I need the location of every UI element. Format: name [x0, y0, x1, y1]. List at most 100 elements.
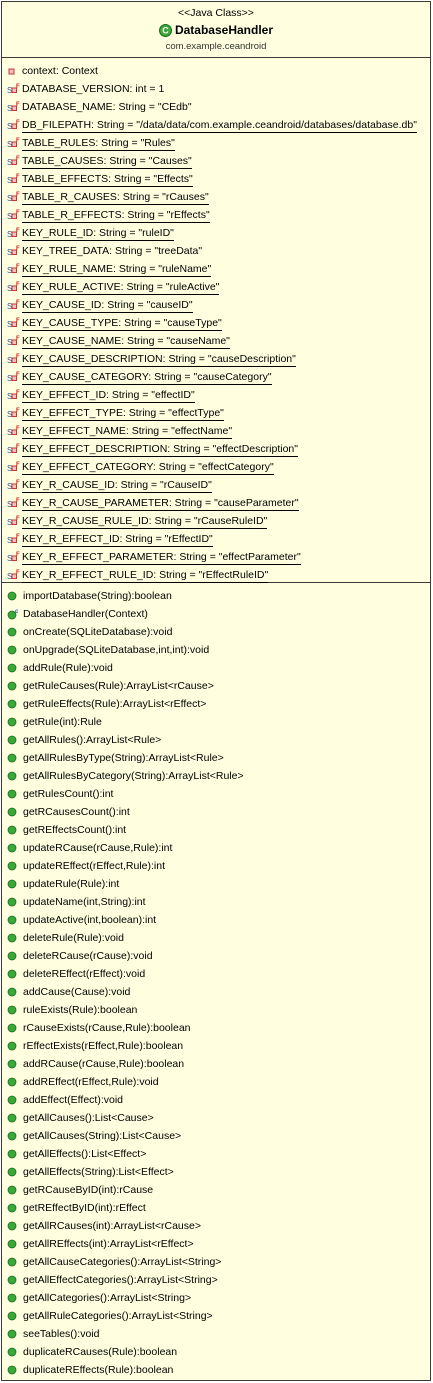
method-row[interactable]: ruleExists(Rule):boolean [2, 1001, 430, 1019]
method-row[interactable]: addRCause(rCause,Rule):boolean [2, 1055, 430, 1073]
attribute-row[interactable]: context: Context [2, 62, 430, 80]
method-row[interactable]: getRCausesCount():int [2, 803, 430, 821]
attribute-text: DATABASE_NAME: String = "CEdb" [22, 101, 192, 113]
method-row[interactable]: getAllCauseCategories():ArrayList<String… [2, 1253, 430, 1271]
attribute-text: KEY_TREE_DATA: String = "treeData" [22, 245, 203, 257]
svg-text:S: S [7, 140, 12, 149]
method-row[interactable]: getAllEffectCategories():ArrayList<Strin… [2, 1271, 430, 1289]
method-row[interactable]: addEffect(Effect):void [2, 1091, 430, 1109]
method-row[interactable]: getREffectByID(int):rEffect [2, 1199, 430, 1217]
method-row[interactable]: updateRule(Rule):int [2, 875, 430, 893]
public-method-icon [7, 627, 17, 637]
method-row[interactable]: seeTables():void [2, 1325, 430, 1343]
method-text: addRule(Rule):void [23, 662, 113, 674]
method-text: getRulesCount():int [23, 788, 114, 800]
method-row[interactable]: addRule(Rule):void [2, 659, 430, 677]
attribute-text: KEY_R_EFFECT_ID: String = "rEffectID" [22, 533, 213, 547]
public-method-icon [7, 1059, 17, 1069]
method-row[interactable]: getRCauseByID(int):rCause [2, 1181, 430, 1199]
method-row[interactable]: updateREffect(rEffect,Rule):int [2, 857, 430, 875]
method-row[interactable]: onUpgrade(SQLiteDatabase,int,int):void [2, 641, 430, 659]
method-row[interactable]: getRulesCount():int [2, 785, 430, 803]
method-row[interactable]: getRule(int):Rule [2, 713, 430, 731]
svg-text:F: F [16, 336, 20, 342]
constructor-icon: c [7, 609, 19, 620]
method-row[interactable]: deleteREffect(rEffect):void [2, 965, 430, 983]
svg-text:F: F [16, 246, 20, 252]
method-row[interactable]: duplicateRCauses(Rule):boolean [2, 1343, 430, 1361]
method-row[interactable]: getRuleCauses(Rule):ArrayList<rCause> [2, 677, 430, 695]
method-row[interactable]: getAllCauses():List<Cause> [2, 1109, 430, 1127]
method-row[interactable]: onCreate(SQLiteDatabase):void [2, 623, 430, 641]
method-row[interactable]: updateName(int,String):int [2, 893, 430, 911]
method-text: ruleExists(Rule):boolean [23, 1004, 138, 1016]
method-row[interactable]: deleteRCause(rCause):void [2, 947, 430, 965]
method-row[interactable]: updateActive(int,boolean):int [2, 911, 430, 929]
attribute-text: KEY_CAUSE_NAME: String = "causeName" [22, 335, 230, 349]
method-row[interactable]: getAllRCauses(int):ArrayList<rCause> [2, 1217, 430, 1235]
method-text: updateREffect(rEffect,Rule):int [23, 860, 166, 872]
method-row[interactable]: getAllCategories():ArrayList<String> [2, 1289, 430, 1307]
method-row[interactable]: updateRCause(rCause,Rule):int [2, 839, 430, 857]
method-row[interactable]: getAllCauses(String):List<Cause> [2, 1127, 430, 1145]
method-row[interactable]: getAllRules():ArrayList<Rule> [2, 731, 430, 749]
method-text: getAllCauses():List<Cause> [23, 1112, 154, 1124]
method-row[interactable]: addREffect(rEffect,Rule):void [2, 1073, 430, 1091]
method-row[interactable]: getRuleEffects(Rule):ArrayList<rEffect> [2, 695, 430, 713]
method-text: updateRCause(rCause,Rule):int [23, 842, 173, 854]
public-method-icon [7, 1131, 17, 1141]
method-row[interactable]: duplicateREffects(Rule):boolean [2, 1361, 430, 1379]
public-method-icon [7, 699, 17, 709]
method-row[interactable]: rCauseExists(rCause,Rule):boolean [2, 1019, 430, 1037]
method-row[interactable]: addCause(Cause):void [2, 983, 430, 1001]
method-row[interactable]: getREffectsCount():int [2, 821, 430, 839]
method-row[interactable]: getAllRuleCategories():ArrayList<String> [2, 1307, 430, 1325]
method-text: getRule(int):Rule [23, 716, 102, 728]
method-text: getAllREffects(int):ArrayList<rEffect> [23, 1238, 194, 1250]
method-row[interactable]: importDatabase(String):boolean [2, 587, 430, 605]
method-row[interactable]: getAllRulesByCategory(String):ArrayList<… [2, 767, 430, 785]
method-row[interactable]: getAllRulesByType(String):ArrayList<Rule… [2, 749, 430, 767]
svg-text:F: F [16, 426, 20, 432]
method-row[interactable]: getAllEffects():List<Effect> [2, 1145, 430, 1163]
method-row[interactable]: getAllEffects(String):List<Effect> [2, 1163, 430, 1181]
method-row[interactable]: deleteRule(Rule):void [2, 929, 430, 947]
method-text: getAllEffects():List<Effect> [23, 1148, 147, 1160]
method-row[interactable]: rEffectExists(rEffect,Rule):boolean [2, 1037, 430, 1055]
method-row[interactable]: getAllREffects(int):ArrayList<rEffect> [2, 1235, 430, 1253]
